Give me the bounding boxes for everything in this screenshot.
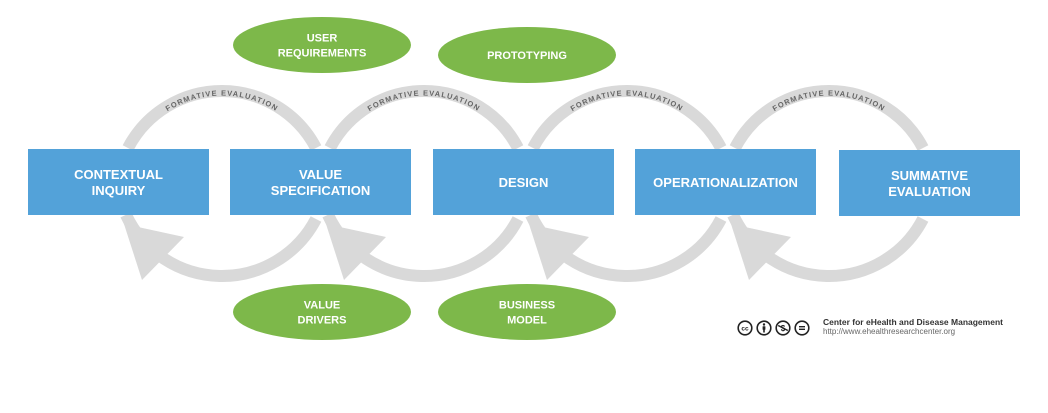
svg-text:cc: cc xyxy=(741,326,749,333)
cc-license-icons: cc $ xyxy=(737,320,810,336)
stage-label: SPECIFICATION xyxy=(271,183,370,198)
formative-arc xyxy=(122,85,322,151)
stage-box-shape xyxy=(28,149,209,215)
stage-box-shape xyxy=(230,149,411,215)
activity-label: VALUE xyxy=(304,300,340,312)
formative-evaluation-label: FORMATIVE EVALUATION xyxy=(569,88,685,113)
footer-credit: Center for eHealth and Disease Managemen… xyxy=(823,317,1003,337)
activity-ellipse-shape xyxy=(233,17,411,73)
stage-label: VALUE xyxy=(299,167,342,182)
activity-label: DRIVERS xyxy=(298,315,347,327)
noncommercial-icon: $ xyxy=(775,320,791,336)
organization-name: Center for eHealth and Disease Managemen… xyxy=(823,317,1003,327)
stage-label: CONTEXTUAL xyxy=(74,167,163,182)
formative-arc xyxy=(324,85,524,151)
feedback-arrowhead xyxy=(731,224,791,280)
formative-evaluation-label: FORMATIVE EVALUATION xyxy=(164,88,280,113)
attribution-icon xyxy=(756,320,772,336)
activity-ellipse-top: PROTOTYPING xyxy=(438,27,616,83)
stage-label: OPERATIONALIZATION xyxy=(653,175,798,190)
feedback-arrowhead xyxy=(124,224,184,280)
organization-url[interactable]: http://www.ehealthresearchcenter.org xyxy=(823,327,956,336)
formative-arc xyxy=(729,85,929,151)
stage-box-shape xyxy=(839,150,1020,216)
noderivatives-icon xyxy=(794,320,810,336)
formative-arcs: FORMATIVE EVALUATION FORMATIVE EVALUATION… xyxy=(122,85,929,151)
feedback-arrowhead xyxy=(529,224,589,280)
activity-label: REQUIREMENTS xyxy=(278,48,367,60)
stage-box-shape xyxy=(433,149,614,215)
activity-ellipse-shape xyxy=(438,284,616,340)
cc-icon: cc xyxy=(737,320,753,336)
formative-arc xyxy=(527,85,727,151)
stage-box: DESIGN xyxy=(433,149,614,215)
activity-label: PROTOTYPING xyxy=(487,50,567,62)
stage-box: OPERATIONALIZATION xyxy=(635,149,816,215)
stage-label: EVALUATION xyxy=(888,184,971,199)
activity-label: BUSINESS xyxy=(499,300,555,312)
stage-label: SUMMATIVE xyxy=(891,168,968,183)
formative-evaluation-label: FORMATIVE EVALUATION xyxy=(366,88,482,113)
activity-ellipse-shape xyxy=(438,27,616,83)
stage-label: DESIGN xyxy=(499,175,549,190)
activity-ellipse-shape xyxy=(233,284,411,340)
activity-ellipse-top: USER REQUIREMENTS xyxy=(233,17,411,73)
formative-evaluation-label: FORMATIVE EVALUATION xyxy=(771,88,887,113)
stage-label: INQUIRY xyxy=(92,183,146,198)
stage-box-shape xyxy=(635,149,816,215)
activity-ellipse-bottom: BUSINESS MODEL xyxy=(438,284,616,340)
feedback-arrowhead xyxy=(326,224,386,280)
activity-label: USER xyxy=(307,33,338,45)
activity-label: MODEL xyxy=(507,315,547,327)
activity-ellipses: USER REQUIREMENTS PROTOTYPING VALUE DRIVERS B… xyxy=(233,17,616,340)
activity-ellipse-bottom: VALUE DRIVERS xyxy=(233,284,411,340)
feedback-arrows xyxy=(120,212,929,282)
